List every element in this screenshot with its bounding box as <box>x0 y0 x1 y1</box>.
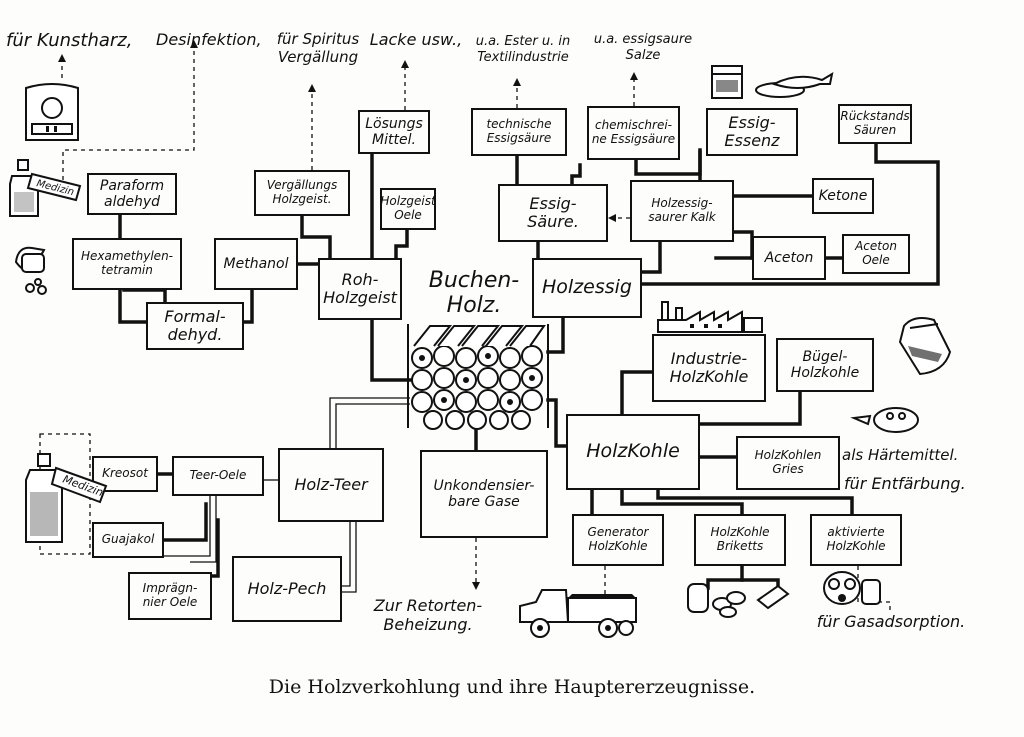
flat-iron-illustration <box>898 317 952 376</box>
note-kunstharz: für Kunstharz, <box>6 30 133 51</box>
box-essigsaeure: Essig- Säure. <box>498 184 608 242</box>
briquettes-illustration <box>687 583 790 618</box>
box-holzkohle: HolzKohle <box>566 414 700 490</box>
box-rohholzgeist: Roh- Holzgeist <box>318 258 402 320</box>
note-desinfektion: Desinfektion, <box>156 30 262 49</box>
box-buegel-holzkohle: Bügel- Holzkohle <box>776 338 874 392</box>
box-teer-oele: Teer-Oele <box>172 456 264 496</box>
truck-illustration <box>519 589 637 638</box>
box-formaldehyd: Formal- dehyd. <box>146 302 244 350</box>
box-generator-holzkohle: Generator HolzKohle <box>572 514 664 566</box>
line-guaja-teer <box>162 502 208 542</box>
telephone-illustration <box>14 246 47 295</box>
box-loesungsmittel: Lösungs Mittel. <box>358 110 430 154</box>
box-aktivierte-holzkohle: aktivierte HolzKohle <box>810 514 902 566</box>
box-aceton: Aceton <box>752 236 826 280</box>
line-buegel-holzkohle <box>698 390 802 426</box>
pipe-wood-teer-a <box>329 397 410 448</box>
note-haertemittel: als Härtemittel. <box>842 446 959 464</box>
box-guajakol: Guajakol <box>92 522 164 558</box>
box-rueckstand-saeuren: Rückstands Säuren <box>838 104 912 144</box>
line-rueckstand <box>640 142 940 286</box>
note-entfaerbung: für Entfärbung. <box>844 474 966 493</box>
factory-illustration <box>657 301 763 333</box>
line-kalk-holzessig <box>640 240 662 274</box>
line-kalk-aceton <box>732 230 754 260</box>
pipe-wood-teer-b <box>335 403 410 448</box>
box-paraformaldehyd: Paraform aldehyd <box>87 173 177 215</box>
box-aceton-oele: Aceton Oele <box>842 234 910 274</box>
box-methanol: Methanol <box>214 238 298 290</box>
line-vergaellung-roh <box>300 215 332 260</box>
note-textilindustrie: u.a. Ester u. in Textilindustrie <box>475 34 571 65</box>
note-retortenbeheizung: Zur Retorten- Beheizung. <box>373 596 483 635</box>
pipe-teer-pech-a <box>342 522 351 587</box>
note-gasadsorption: für Gasadsorption. <box>816 612 966 631</box>
box-impraegnier-oele: Imprägn- nier Oele <box>128 572 212 620</box>
line-roh-wood <box>370 318 412 382</box>
box-holz-pech: Holz-Pech <box>232 556 342 622</box>
line-methanol-formaldehyd <box>242 288 254 324</box>
box-holzkohle-briketts: HolzKohle Briketts <box>694 514 786 566</box>
box-chemischreine-essigsaeure: chemischrei- ne Essigsäure <box>587 106 680 160</box>
line-holzkohle-brik <box>620 488 744 516</box>
radio-illustration <box>25 83 79 141</box>
box-hexamethylentetramin: Hexamethylen- tetramin <box>72 238 182 290</box>
line-impraeg <box>188 518 220 578</box>
note-spiritus: für Spiritus Vergällung <box>276 30 360 66</box>
line-holzkohle-akt <box>656 488 854 516</box>
box-vergaellungs-holzgeist: Vergällungs Holzgeist. <box>254 170 350 216</box>
dash-medizin-paraform <box>62 46 195 188</box>
box-ketone: Ketone <box>812 178 874 214</box>
box-holz-teer: Holz-Teer <box>278 448 384 522</box>
line-wood-holzkohle <box>546 398 568 448</box>
line-oele-roh <box>394 228 409 260</box>
box-holzessigsaurer-kalk: Holzessig- saurer Kalk <box>630 180 734 242</box>
line-holzessig-wood <box>546 316 565 354</box>
jar-illustration <box>711 65 743 99</box>
fish-dish-illustration <box>755 71 834 98</box>
note-essigsaure-salze: u.a. essigsaure Salze <box>593 32 693 63</box>
box-technische-essigsaeure: technische Essigsäure <box>471 108 567 156</box>
box-essig-essenz: Essig- Essenz <box>706 108 798 156</box>
line-chem-essigsaeure <box>570 163 582 186</box>
pipe-teer-pech-b <box>342 522 357 593</box>
center-buchenholz: Buchen- Holz. <box>428 268 520 319</box>
wood-pile-illustration <box>407 324 549 430</box>
box-industrie-holzkohle: Industrie- HolzKohle <box>652 334 766 402</box>
figure-caption: Die Holzverkohlung und ihre Hauptererzeu… <box>268 676 756 698</box>
box-holzkohlen-gries: HolzKohlen Gries <box>736 436 840 490</box>
medicine-bottle-bottom: Medizin <box>25 453 108 543</box>
note-lacke: Lacke usw., <box>369 30 463 49</box>
gas-mask-illustration <box>823 571 881 605</box>
line-hexa-formaldehyd <box>122 288 167 304</box>
pipe-teeroele-down-b <box>190 496 217 563</box>
skull-illustration <box>850 407 919 433</box>
box-unkondensierbare-gase: Unkondensier- bare Gase <box>420 450 548 538</box>
line-industrie-holzkohle <box>620 370 654 416</box>
pipe-teeroele-down-a <box>164 496 211 557</box>
line-brik-branch <box>706 564 744 590</box>
box-holzessig: Holzessig <box>532 258 642 318</box>
box-holzgeist-oele: Holzgeist Oele <box>380 188 436 230</box>
medicine-bottle-top: Medizin <box>9 159 82 217</box>
